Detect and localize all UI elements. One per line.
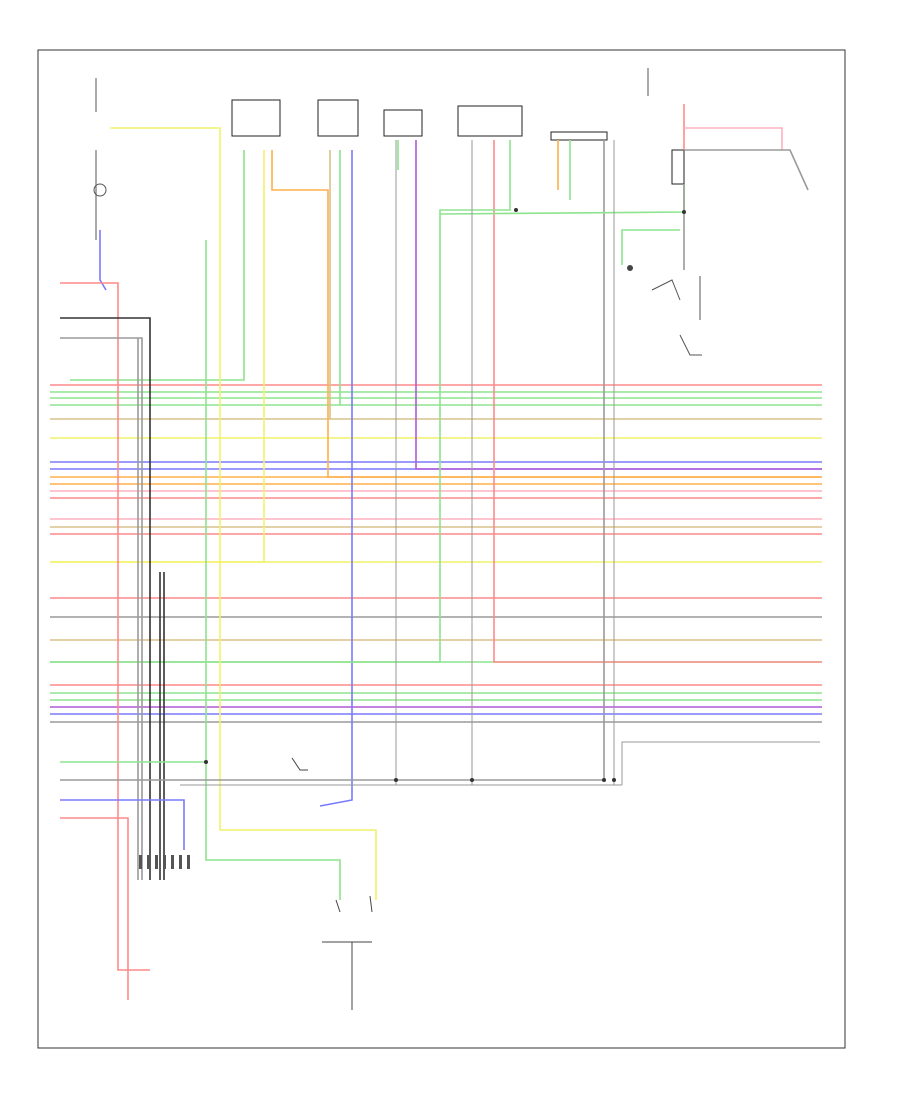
harness-pin-4	[163, 855, 166, 869]
component-box-2	[317, 99, 359, 137]
component-box-4	[457, 105, 523, 137]
junction-dot-4	[602, 778, 606, 782]
harness-pin-6	[179, 855, 182, 869]
harness-pin-1	[139, 855, 142, 869]
brake-switch-node	[627, 265, 633, 271]
left-switch-contact	[93, 183, 107, 197]
feed-rear-left-2	[50, 140, 511, 663]
harness-pin-3	[155, 855, 158, 869]
component-box-3	[383, 109, 423, 137]
feed-front-left-3	[319, 150, 353, 807]
connector-bus	[139, 208, 686, 869]
component-box-6	[671, 149, 685, 185]
brake-switch-contact	[651, 276, 701, 320]
junction-dot-7	[682, 210, 686, 214]
feed-brake-6	[684, 149, 809, 191]
feed-front-right-2	[50, 150, 265, 563]
junction-dot-6	[514, 208, 518, 212]
harness-blue-low	[60, 799, 185, 850]
feed-switch-1	[110, 127, 377, 900]
feed-rear-left-1	[493, 140, 822, 663]
traction-control-switch-symbol	[291, 757, 308, 771]
junction-dot-1	[204, 760, 208, 764]
harness-black-2	[60, 337, 143, 880]
component-box-5	[550, 131, 608, 141]
transmission-range-sensor-symbol	[322, 895, 373, 1010]
harness-pin-2	[147, 855, 150, 869]
feed-rear-right-2	[415, 140, 822, 470]
feed-front-right-3	[271, 150, 822, 478]
wire-group	[50, 104, 822, 1000]
component-box-1	[231, 99, 281, 137]
harness-pin-7	[187, 855, 190, 869]
harness-black-1	[60, 317, 151, 880]
junction-dot-5	[612, 778, 616, 782]
harness-red-ground	[60, 817, 129, 1000]
brake-ground-lead	[679, 334, 702, 356]
feed-brake-4	[621, 229, 680, 265]
junction-dot-3	[470, 778, 474, 782]
harness-red	[60, 282, 150, 971]
harness-pin-5	[171, 855, 174, 869]
top-components	[93, 68, 702, 356]
feed-switch-2	[99, 230, 107, 291]
feed-front-right-1	[70, 150, 245, 381]
junction-dot-2	[394, 778, 398, 782]
brake-switch-leads	[647, 68, 685, 150]
feed-brake-2	[684, 127, 783, 150]
diagram-frame	[37, 49, 846, 1049]
feed-coolant	[205, 240, 341, 900]
gray-drop-right	[621, 741, 820, 785]
